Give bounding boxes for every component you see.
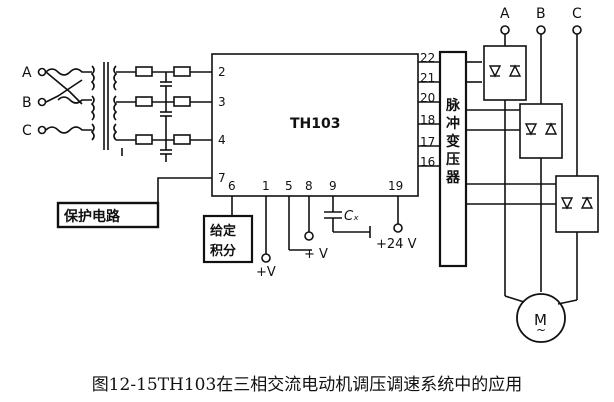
input-phase-c-label: C [22, 123, 32, 139]
phase-b-line [519, 25, 563, 292]
pin-19: 19 [388, 179, 403, 193]
plus-v-label-1: +V [256, 265, 276, 280]
setpoint-label-2: 积分 [210, 243, 236, 259]
phase-a-line [483, 25, 527, 296]
output-phase-c-label: C [572, 6, 582, 22]
pin-1: 1 [262, 179, 270, 193]
pin-3: 3 [218, 95, 226, 109]
chip-bottom-pins [202, 196, 403, 264]
pulse-transformer-char-4: 压 [446, 152, 460, 168]
phase-c-line [555, 25, 599, 300]
pin-5: 5 [285, 179, 293, 193]
pin-4: 4 [218, 133, 226, 147]
pin-16: 16 [420, 155, 435, 169]
pin-20: 20 [420, 91, 435, 105]
thyristor-symbols [488, 64, 594, 210]
gate-lines [466, 61, 556, 205]
motor-tilde: ~ [536, 323, 546, 337]
pin-21: 21 [420, 71, 435, 85]
plus-v-label-2: + V [304, 247, 328, 262]
pulse-transformer-char-1: 脉 [445, 97, 461, 114]
pulse-transformer-block [438, 50, 468, 268]
protection-circuit-label: 保护电路 [63, 208, 121, 225]
protection-circuit-block [56, 201, 160, 229]
motor-label: M [534, 311, 547, 329]
chip-output-pins [418, 61, 440, 167]
setpoint-label-1: 给定 [210, 223, 236, 239]
pin-18: 18 [420, 113, 435, 127]
output-phase-b-label: B [536, 6, 546, 22]
pin-6: 6 [228, 179, 236, 193]
pin-7: 7 [218, 171, 226, 185]
output-phase-a-label: A [500, 6, 510, 22]
th103-chip [211, 53, 419, 197]
plus-24v-label: +24 V [376, 237, 417, 252]
pin-22: 22 [420, 51, 435, 65]
rc-filter-network [135, 66, 212, 162]
pin-8: 8 [305, 179, 313, 193]
motor-symbol [516, 293, 566, 343]
chip-name: TH103 [290, 116, 341, 132]
cx-label: Cₓ [344, 209, 359, 224]
pulse-transformer-char-3: 变 [446, 133, 460, 150]
pulse-transformer-char-5: 器 [445, 170, 461, 186]
input-phase-a-label: A [22, 65, 32, 81]
input-terminals [37, 62, 136, 156]
figure-caption: 图12-15TH103在三相交流电动机调压调速系统中的应用 [91, 375, 523, 395]
pin-17: 17 [420, 135, 435, 149]
input-phase-b-label: B [22, 95, 32, 111]
pin-9: 9 [329, 179, 337, 193]
pin-2: 2 [218, 65, 226, 79]
pulse-transformer-char-2: 冲 [446, 115, 460, 132]
